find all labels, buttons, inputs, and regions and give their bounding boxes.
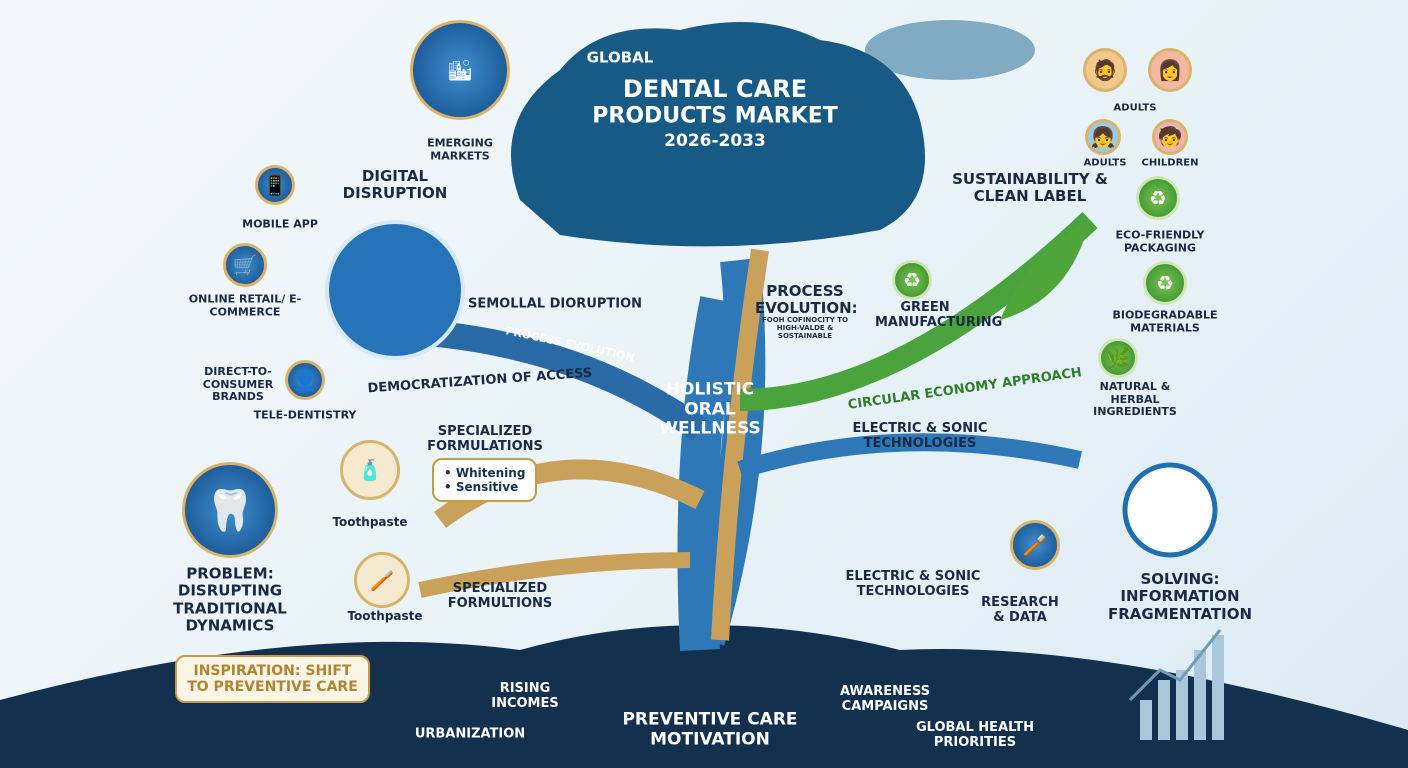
- label-green-mfg: GREEN MANUFACTURING: [875, 300, 1003, 330]
- bullet-sensitive: • Sensitive: [444, 480, 519, 494]
- label-problem: PROBLEM: DISRUPTING TRADITIONAL DYNAMICS: [173, 564, 287, 635]
- label-adults-2: ADULTS: [1083, 157, 1127, 169]
- label-sustainability: SUSTAINABILITY & CLEAN LABEL: [952, 169, 1108, 205]
- leaf-icon: [1000, 220, 1090, 320]
- title-main: DENTAL CARE: [622, 75, 808, 104]
- bullet-whitening: • Whitening: [444, 466, 526, 480]
- branch-right-blue: [737, 433, 1082, 479]
- label-natural: NATURAL & HERBAL INGREDIENTS: [1093, 380, 1177, 419]
- label-biodegradable: BIODEGRADABLE MATERIALS: [1112, 308, 1218, 334]
- bar-chart-icon: [1140, 635, 1224, 740]
- tooth-icon: 🦷: [182, 462, 278, 558]
- label-toothpaste-1: Toothpaste: [332, 515, 408, 530]
- world-map-icon: [865, 20, 1035, 80]
- globe-icon: [325, 220, 465, 360]
- label-online: ONLINE RETAIL/ E-COMMERCE: [188, 292, 302, 318]
- label-global-health: GLOBAL HEALTH PRIORITIES: [915, 720, 1035, 750]
- electric-toothbrush-icon: 🪥: [1010, 520, 1060, 570]
- label-eco: ECO-FRIENDLY PACKAGING: [1115, 228, 1205, 254]
- label-solving: SOLVING: INFORMATION FRAGMENTATION: [1107, 570, 1253, 623]
- label-rising: RISING INCOMES: [491, 681, 559, 711]
- label-process-right: PROCESS EVOLUTION:: [755, 281, 858, 317]
- label-dtc: DIRECT-TO-CONSUMER BRANDS: [202, 365, 274, 404]
- label-electric-1: ELECTRIC & SONIC TECHNOLOGIES: [852, 421, 988, 451]
- trunk-gold: [711, 248, 769, 641]
- title-years: 2026-2033: [664, 131, 766, 152]
- jar-icon: ♻: [1136, 176, 1180, 220]
- title-global: GLOBAL: [586, 48, 654, 67]
- toothpaste-brush-icon: 🪥: [354, 552, 410, 608]
- inspiration-box: INSPIRATION: SHIFT TO PREVENTIVE CARE: [175, 655, 370, 703]
- label-urbanization: URBANIZATION: [414, 726, 526, 742]
- herb-icon: 🌿: [1098, 338, 1138, 378]
- title-sub: PRODUCTS MARKET: [592, 103, 838, 129]
- toothpaste-icon: 🧴: [340, 440, 400, 500]
- formulation-box: • Whitening• Sensitive: [432, 458, 538, 502]
- label-research: RESEARCH & DATA: [981, 595, 1059, 625]
- label-children: CHILDREN: [1141, 157, 1199, 169]
- recycle-hands-icon: ♻: [892, 260, 932, 300]
- city-icon: 🏙: [410, 20, 510, 120]
- label-toothpaste-2: Toothpaste: [347, 609, 423, 624]
- mobile-icon: 📱: [255, 165, 295, 205]
- label-digital: DIGITAL DISRUPTION: [342, 166, 448, 202]
- child-avatar: 🧒: [1152, 119, 1188, 155]
- label-tele: TELE-DENTISTRY: [253, 408, 357, 422]
- adult-avatar: 🧔: [1083, 48, 1127, 92]
- label-emerging: EMERGING MARKETS: [427, 136, 493, 162]
- label-preventive: PREVENTIVE CARE MOTIVATION: [622, 709, 798, 749]
- label-process-sub: FOOH COFINOCITY TO HIGH-VALDE & SOSTAINA…: [761, 315, 848, 341]
- label-semollal: SEMOLLAL DIORUPTION: [467, 296, 643, 312]
- adult-avatar: 👧: [1085, 119, 1121, 155]
- label-mobile: MOBILE APP: [242, 217, 318, 231]
- canopy: [511, 22, 925, 247]
- dentist-icon: 👤: [285, 360, 325, 400]
- label-awareness: AWARENESS CAMPAIGNS: [839, 684, 931, 714]
- recycle-icon: ♻: [1143, 261, 1187, 305]
- trend-line-icon: [1128, 629, 1222, 702]
- label-specialized-2: SPECIALIZED FORMULTIONS: [447, 581, 553, 611]
- label-specialized: SPECIALIZED FORMULATIONS: [427, 424, 543, 454]
- adult-avatar: 👩: [1148, 48, 1192, 92]
- label-adults-1: ADULTS: [1113, 102, 1157, 114]
- branch-gold-lower: [418, 552, 691, 598]
- label-electric-2: ELECTRIC & SONIC TECHNOLOGIES: [845, 569, 981, 599]
- label-holistic: HOLISTIC ORAL WELLNESS: [659, 379, 761, 439]
- cart-icon: 🛒: [223, 243, 267, 287]
- magnifier-icon: [1122, 462, 1218, 558]
